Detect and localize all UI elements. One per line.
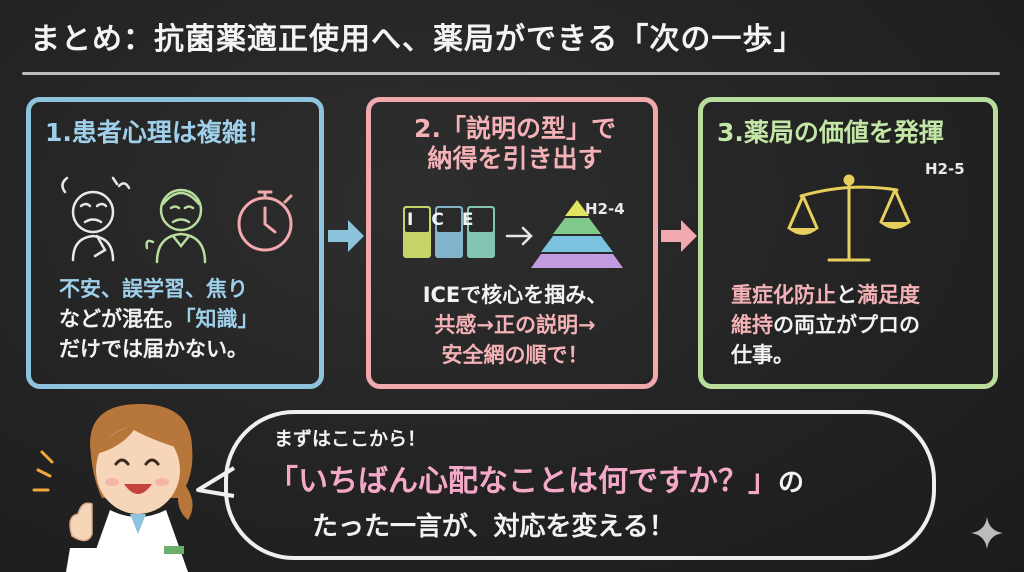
- panel-title: 3.薬局の価値を発揮: [717, 118, 944, 147]
- speech-bubble: まずはここから！ 「いちばん心配なことは何ですか？」の たった一言が、対応を変え…: [224, 410, 936, 560]
- panel-1-illustrations: [61, 176, 293, 264]
- panel-title: 1.患者心理は複雑！: [45, 118, 272, 147]
- ice-letter-i: I: [407, 210, 432, 230]
- panel-explanation-pattern: 2.「説明の型」で 納得を引き出す H2-4 ICE ICEで核心を掴み、 共感…: [366, 97, 658, 389]
- body-segment: 共感→正の説明→: [434, 313, 596, 337]
- panel-title: 2.「説明の型」で 納得を引き出す: [385, 114, 645, 174]
- stopwatch-icon: [237, 190, 293, 252]
- panel-patient-psychology: 1.患者心理は複雑！ 不安、誤学習、焦り な: [26, 97, 324, 389]
- ice-blocks-icon: [403, 206, 495, 258]
- bubble-intro: まずはここから！: [274, 428, 427, 450]
- panel-1-body: 不安、誤学習、焦り などが混在。「知識」 だけでは届かない。: [59, 274, 259, 364]
- bubble-question-suffix: の: [778, 468, 805, 498]
- ice-letters: ICE: [407, 210, 491, 230]
- panel-title-line: 2.「説明の型」で: [414, 114, 616, 143]
- body-line: などが混在。「知識」: [59, 304, 259, 334]
- panel-2-illustrations: [403, 200, 623, 268]
- pharmacist-avatar: [32, 404, 193, 572]
- body-segment: 仕事。: [731, 343, 794, 367]
- section-tag: H2-5: [925, 160, 965, 178]
- balance-scale-icon: [787, 174, 911, 262]
- page-title: まとめ：抗菌薬適正使用へ、薬局ができる「次の一歩」: [30, 22, 805, 57]
- body-line: 安全網の順で！: [397, 340, 633, 370]
- body-segment: 不安、誤学習、焦り: [59, 277, 248, 301]
- body-segment: 満足度: [857, 283, 920, 307]
- body-segment: の両立がプロの: [773, 313, 920, 337]
- worried-elderly-patient-icon: [145, 188, 207, 264]
- body-segment: 維持: [731, 313, 773, 337]
- worried-patient-icon: [61, 176, 131, 262]
- body-line: 不安、誤学習、焦り: [59, 274, 259, 304]
- sparkle-icon: [971, 517, 1003, 549]
- body-line: 仕事。: [731, 340, 920, 370]
- body-line: ICEで核心を掴み、: [397, 280, 633, 310]
- title-divider: [22, 72, 1000, 75]
- arrow-right-icon: [661, 220, 697, 252]
- bubble-conclusion: たった一言が、対応を変える！: [312, 512, 675, 542]
- body-line: 重症化防止と満足度: [731, 280, 920, 310]
- sparkle-lines-icon: [32, 450, 54, 492]
- body-segment: 安全網の順で！: [441, 343, 589, 367]
- bubble-question-line: 「いちばん心配なことは何ですか？」の: [268, 456, 804, 500]
- arrow-right-icon: [328, 220, 364, 252]
- panel-pharmacy-value: 3.薬局の価値を発揮 H2-5 重症化防止と満足度 維持の両立がプロの 仕事。: [698, 97, 998, 389]
- body-segment: 「知識」: [185, 307, 259, 331]
- body-segment: と: [836, 283, 857, 307]
- panel-title-line: 納得を引き出す: [427, 144, 603, 173]
- panel-2-body: ICEで核心を掴み、 共感→正の説明→ 安全網の順で！: [397, 280, 633, 370]
- body-segment: ICEで核心を掴み、: [422, 283, 608, 307]
- arrow-right-icon: [505, 226, 533, 246]
- panel-3-body: 重症化防止と満足度 維持の両立がプロの 仕事。: [731, 280, 920, 370]
- bubble-question: 「いちばん心配なことは何ですか？」: [268, 464, 778, 499]
- ice-letter-e: E: [461, 210, 492, 230]
- ice-letter-c: C: [431, 210, 462, 230]
- body-segment: 重症化防止: [731, 283, 836, 307]
- section-tag: H2-4: [585, 200, 625, 218]
- pyramid-icon: [531, 200, 623, 268]
- body-segment: だけでは届かない。: [59, 337, 248, 361]
- body-line: 維持の両立がプロの: [731, 310, 920, 340]
- body-segment: などが混在。: [59, 307, 185, 331]
- body-line: だけでは届かない。: [59, 334, 259, 364]
- body-line: 共感→正の説明→: [397, 310, 633, 340]
